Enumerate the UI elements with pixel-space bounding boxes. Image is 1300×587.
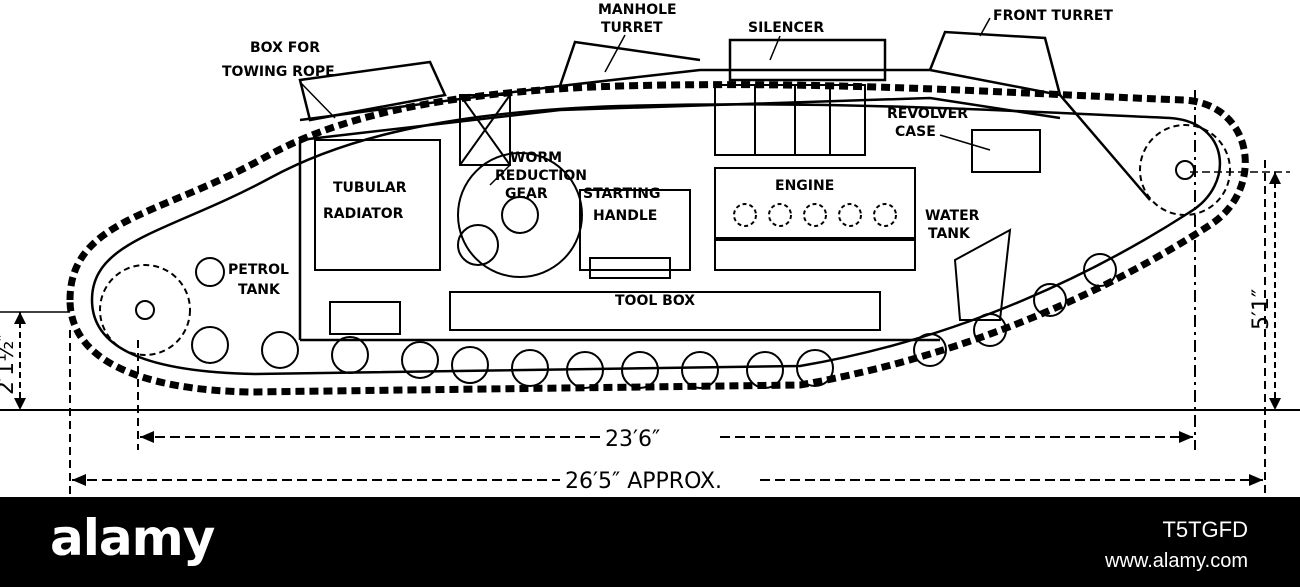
label-worm: WORM — [510, 150, 562, 166]
label-tubular: TUBULAR — [333, 180, 407, 196]
label-front-turret: FRONT TURRET — [993, 8, 1113, 24]
tool-box-rect — [449, 291, 881, 331]
hull — [298, 30, 1151, 342]
starting-handle-housing — [579, 189, 691, 271]
engine-block — [714, 167, 916, 239]
watermark-url: www.alamy.com — [1105, 550, 1248, 572]
label-tank-petrol: TANK — [238, 282, 281, 298]
label-handle: HANDLE — [593, 208, 657, 224]
label-tool-box: TOOL BOX — [615, 293, 695, 309]
labels: MANHOLE TURRET SILENCER FRONT TURRET BOX… — [222, 2, 1113, 309]
alamy-logo: alamy — [50, 509, 215, 567]
label-water: WATER — [925, 208, 980, 224]
dimension-arrows — [14, 172, 1281, 486]
dim-length-overall: 26′5″ APPROX. — [565, 469, 722, 494]
dim-length-inner: 23′6″ — [605, 427, 660, 452]
watermark-bar: alamy T5TGFD www.alamy.com — [0, 497, 1300, 587]
label-petrol: PETROL — [228, 262, 289, 278]
dim-height-left: 2′1½″ — [0, 332, 19, 395]
label-tank-water: TANK — [928, 226, 971, 242]
label-radiator: RADIATOR — [323, 206, 404, 222]
image-code: T5TGFD — [1162, 517, 1248, 542]
leader-lines — [299, 17, 991, 186]
label-silencer: SILENCER — [748, 20, 824, 36]
dim-height-right: 5′1″ — [1249, 289, 1274, 330]
worm-gear — [457, 152, 583, 278]
dimension-lines — [0, 90, 1300, 495]
label-turret: TURRET — [601, 20, 663, 36]
label-case: CASE — [895, 124, 936, 140]
label-towing-rope: TOWING ROPE — [222, 64, 335, 80]
revolver-case-box — [971, 129, 1041, 173]
track — [66, 81, 1249, 396]
label-revolver: REVOLVER — [887, 106, 968, 122]
internal-components — [314, 84, 1041, 335]
radiator-box — [314, 139, 441, 271]
label-engine: ENGINE — [775, 178, 834, 194]
road-wheels — [191, 253, 1117, 389]
label-starting: STARTING — [583, 186, 661, 202]
tank-cross-section-diagram: MANHOLE TURRET SILENCER FRONT TURRET BOX… — [0, 2, 1300, 495]
label-gear: GEAR — [505, 186, 548, 202]
sprockets — [99, 124, 1231, 356]
label-box-for: BOX FOR — [250, 40, 320, 56]
label-reduction: REDUCTION — [495, 168, 587, 184]
label-manhole: MANHOLE — [598, 2, 677, 18]
